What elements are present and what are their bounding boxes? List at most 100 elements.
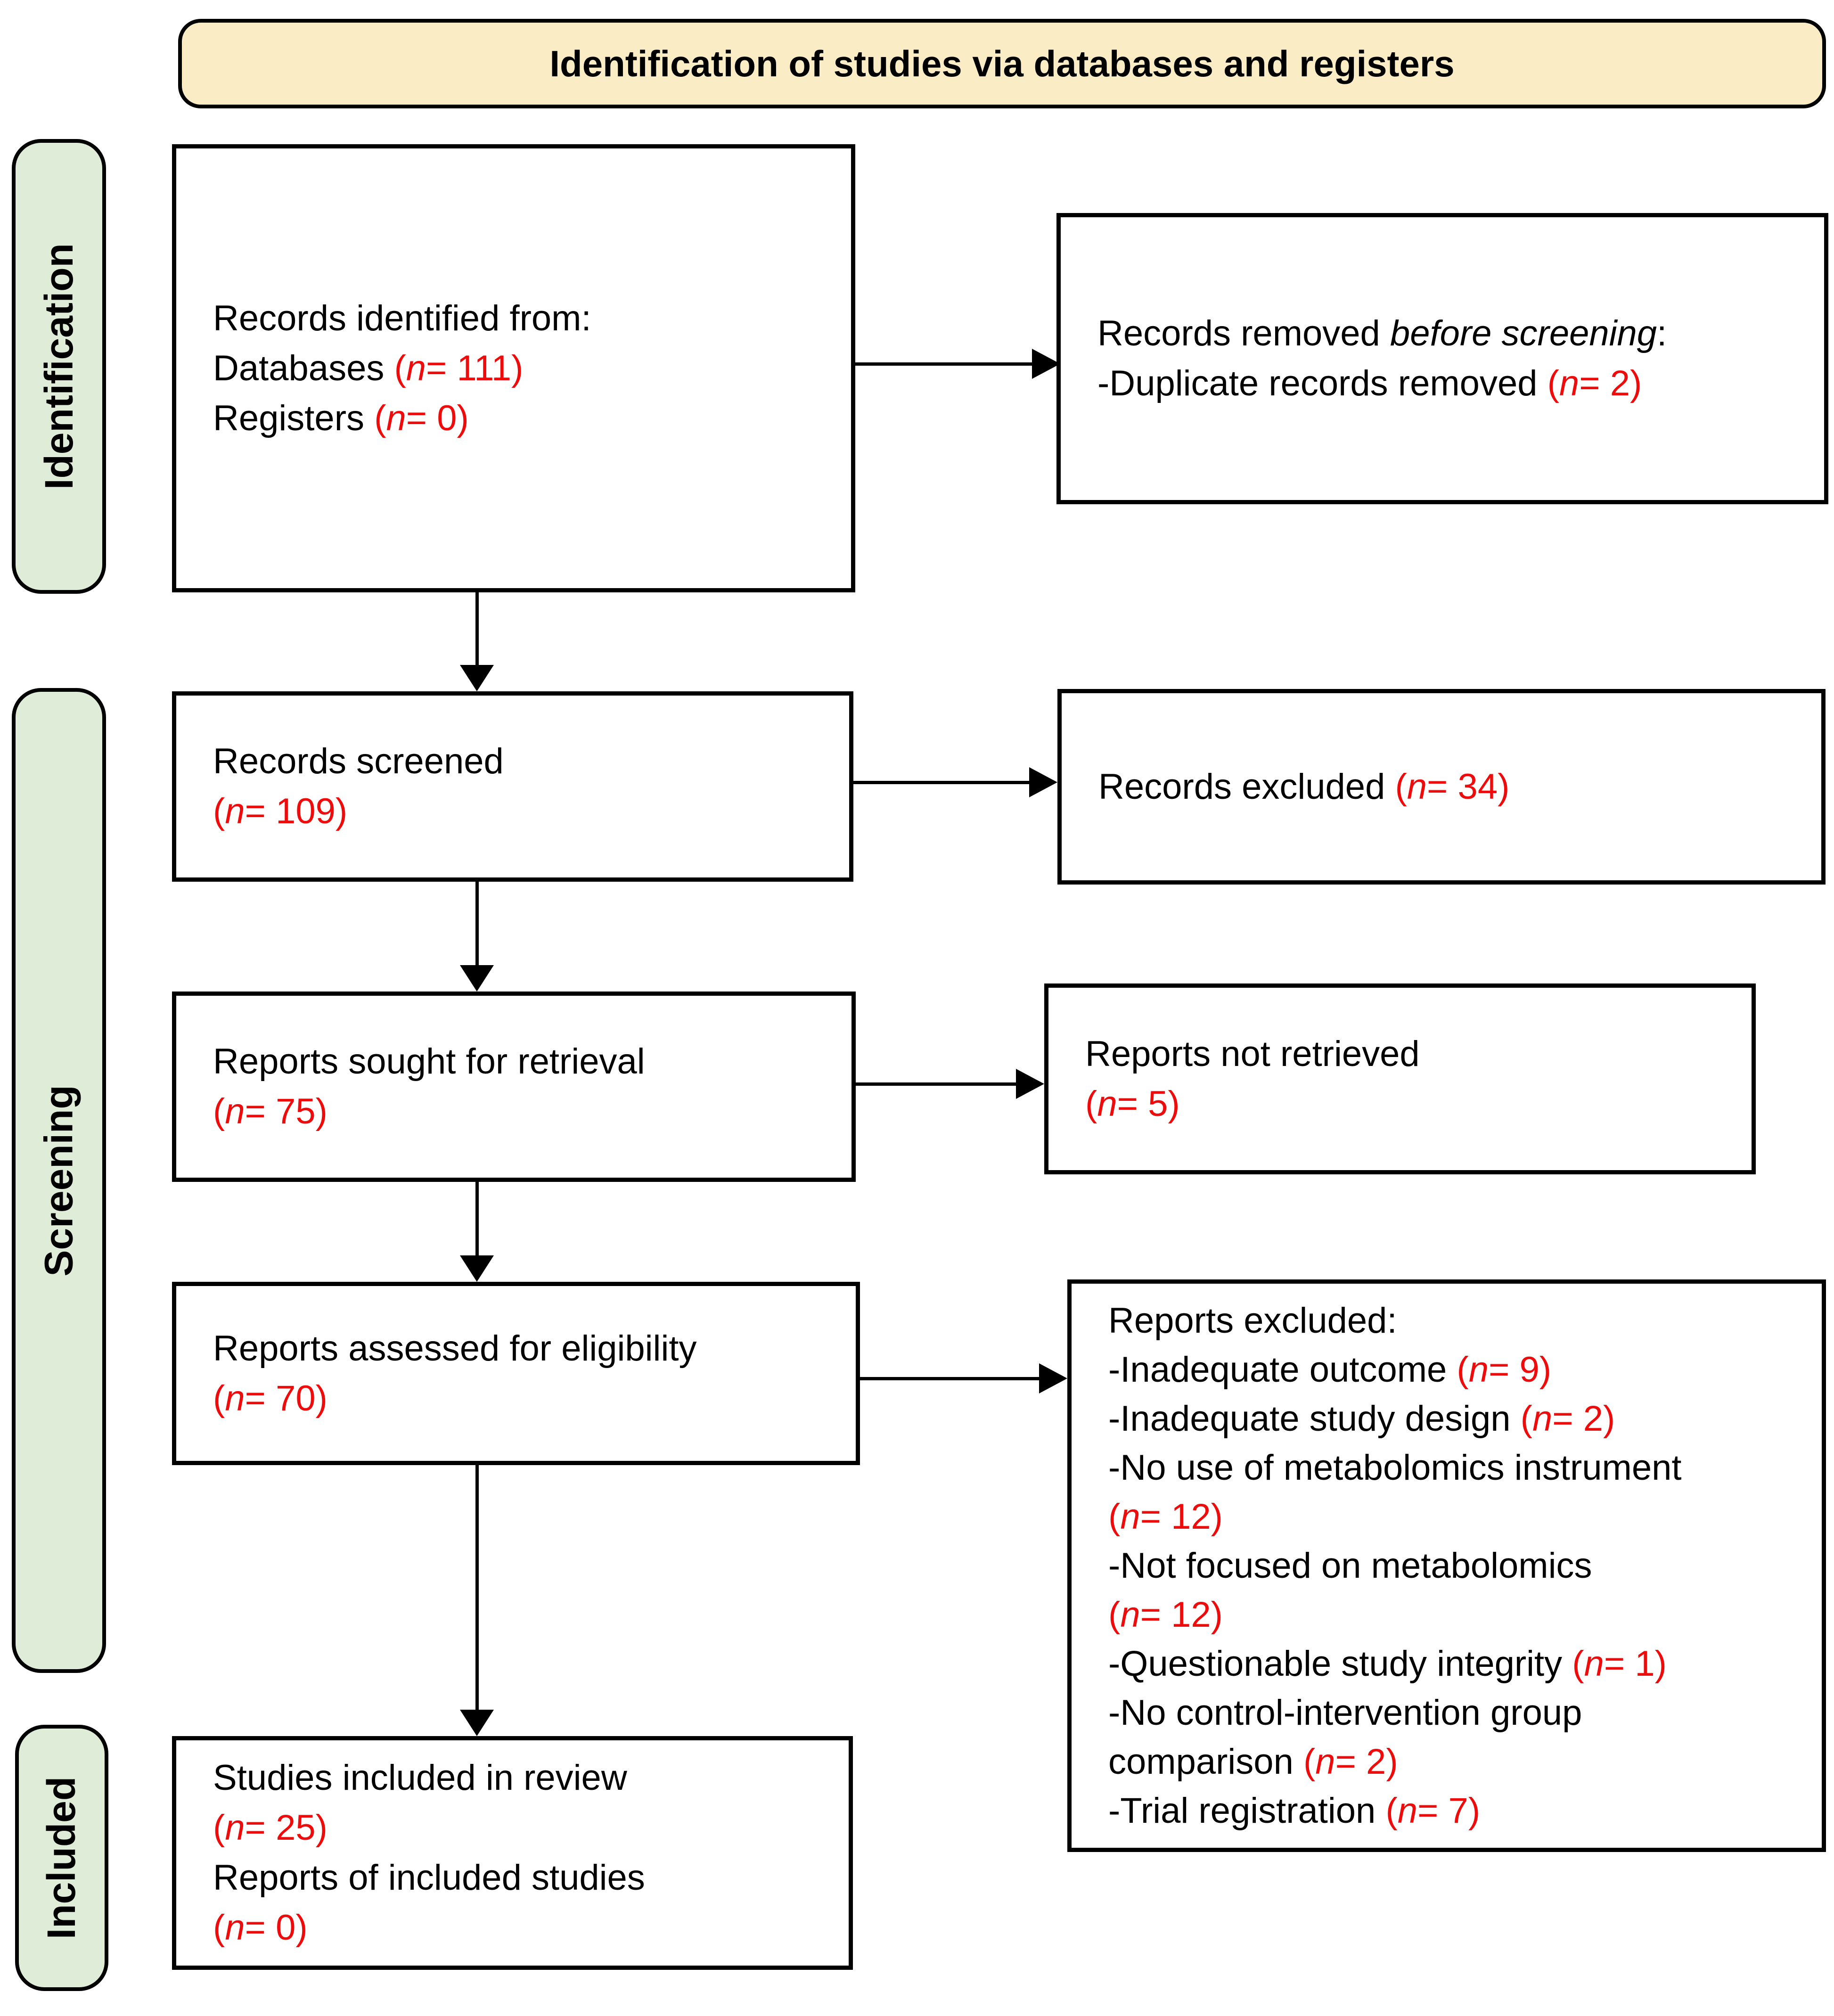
text-segment: = 2) — [1552, 1398, 1615, 1439]
text-segment: -Not focused on metabolomics — [1108, 1545, 1592, 1586]
text-segment: Records identified from: — [213, 298, 591, 338]
text-segment: -Trial registration — [1108, 1790, 1386, 1831]
text-line: -Questionable study integrity (n= 1) — [1108, 1639, 1814, 1688]
text-line: -No use of metabolomics instrument — [1108, 1443, 1814, 1492]
text-segment: Reports assessed for eligibility — [213, 1328, 697, 1369]
text-segment: = 5) — [1117, 1083, 1180, 1124]
arrow-sought-to-not-retrieved — [856, 1069, 1044, 1099]
text-segment: n — [1120, 1496, 1140, 1537]
text-segment: = 109) — [245, 791, 348, 831]
text-segment: ( — [1303, 1741, 1316, 1782]
flow-box-reports-assessed-for-eligibility: Reports assessed for eligibility (n= 70) — [172, 1282, 860, 1465]
arrow-identified-to-removed — [853, 349, 1060, 379]
flow-box-reports-excluded-reasons: Reports excluded:-Inadequate outcome (n=… — [1067, 1279, 1826, 1852]
text-line: -Inadequate outcome (n= 9) — [1108, 1345, 1814, 1394]
text-line: Registers (n= 0) — [213, 393, 843, 443]
text-segment: ( — [213, 1378, 225, 1418]
text-segment: Records screened — [213, 741, 504, 781]
arrow-screened-to-excluded — [853, 767, 1057, 797]
text-segment: n — [1468, 1349, 1489, 1390]
text-segment: -Duplicate records removed — [1097, 363, 1547, 403]
text-segment: n — [1407, 766, 1427, 807]
text-line: Studies included in review — [213, 1753, 841, 1803]
arrow-assessed-to-included — [460, 1465, 494, 1736]
text-segment: n — [1120, 1594, 1140, 1635]
flow-box-reports-not-retrieved: Reports not retrieved (n= 5) — [1044, 983, 1756, 1174]
text-line: Reports not retrieved — [1085, 1029, 1744, 1079]
text-segment: n — [386, 398, 406, 438]
text-segment: ( — [1108, 1496, 1121, 1537]
text-line: -No control-intervention group — [1108, 1688, 1814, 1737]
text-segment: ( — [213, 1908, 225, 1948]
text-segment: ( — [374, 398, 386, 438]
text-segment: -No use of metabolomics instrument — [1108, 1447, 1682, 1488]
text-segment: n — [1532, 1398, 1553, 1439]
text-segment: -No control-intervention group — [1108, 1692, 1582, 1733]
text-segment: = 9) — [1489, 1349, 1552, 1390]
text-segment: comparison — [1108, 1741, 1303, 1782]
text-line: comparison (n= 2) — [1108, 1737, 1814, 1787]
text-segment: n — [225, 1091, 245, 1131]
text-segment: n — [1584, 1643, 1604, 1684]
text-segment: Reports excluded: — [1108, 1300, 1397, 1341]
flow-box-records-identified: Records identified from:Databases (n= 11… — [172, 144, 855, 592]
text-line: -Inadequate study design (n= 2) — [1108, 1394, 1814, 1443]
text-line: -Duplicate records removed (n= 2) — [1097, 359, 1817, 409]
text-line: (n= 109) — [213, 787, 842, 836]
text-segment: n — [1559, 363, 1580, 403]
text-segment: = 0) — [406, 398, 469, 438]
text-segment: -Questionable study integrity — [1108, 1643, 1572, 1684]
text-segment: ( — [394, 348, 406, 388]
text-line: Reports sought for retrieval — [213, 1037, 844, 1087]
text-segment: Records removed — [1097, 313, 1390, 353]
text-line: (n= 0) — [213, 1903, 841, 1953]
text-segment: Reports not retrieved — [1085, 1033, 1420, 1074]
text-segment: = 2) — [1579, 363, 1642, 403]
text-line: Databases (n= 111) — [213, 344, 843, 393]
text-segment: = 7) — [1417, 1790, 1481, 1831]
text-segment: Reports sought for retrieval — [213, 1041, 645, 1082]
stage-label-identification: Identification — [12, 139, 106, 594]
arrow-identified-to-screened — [460, 592, 494, 691]
text-segment: ( — [1547, 363, 1559, 403]
text-segment: ( — [213, 1808, 225, 1848]
text-segment: = 1) — [1604, 1643, 1667, 1684]
arrow-screened-to-sought — [460, 882, 494, 992]
text-line: (n= 70) — [213, 1374, 848, 1424]
text-segment: Databases — [213, 348, 394, 388]
text-segment: ( — [213, 791, 225, 831]
arrow-assessed-to-excluded-reasons — [860, 1363, 1067, 1393]
text-segment: n — [1315, 1741, 1335, 1782]
text-segment: ( — [1085, 1083, 1097, 1124]
text-segment: = 0) — [245, 1908, 308, 1948]
text-segment: Studies included in review — [213, 1758, 627, 1798]
flow-box-records-excluded: Records excluded (n= 34) — [1057, 689, 1826, 885]
text-line: (n= 12) — [1108, 1590, 1814, 1639]
text-segment: = 12) — [1140, 1496, 1223, 1537]
text-segment: -Inadequate outcome — [1108, 1349, 1457, 1390]
text-segment: = 111) — [426, 348, 524, 388]
text-segment: Reports of included studies — [213, 1858, 645, 1898]
text-segment: = 70) — [245, 1378, 328, 1418]
text-segment: -Inadequate study design — [1108, 1398, 1521, 1439]
banner-identification-via-databases: Identification of studies via databases … — [178, 19, 1826, 108]
text-line: Records removed before screening: — [1097, 309, 1817, 359]
stage-label-identification-text: Identification — [36, 243, 81, 490]
text-line: (n= 25) — [213, 1803, 841, 1853]
text-segment: ( — [1395, 766, 1407, 807]
text-segment: n — [225, 1378, 245, 1418]
text-segment: ( — [1108, 1594, 1121, 1635]
stage-label-screening: Screening — [12, 688, 106, 1673]
text-segment: = 75) — [245, 1091, 328, 1131]
text-line: Records excluded (n= 34) — [1098, 762, 1814, 812]
text-segment: ( — [1572, 1643, 1584, 1684]
text-segment: n — [225, 1808, 245, 1848]
text-segment: ( — [1520, 1398, 1532, 1439]
text-line: (n= 5) — [1085, 1079, 1744, 1129]
text-segment: = 2) — [1335, 1741, 1398, 1782]
arrow-sought-to-assessed — [460, 1182, 494, 1282]
text-segment: n — [225, 791, 245, 831]
text-segment: n — [225, 1908, 245, 1948]
text-line: (n= 75) — [213, 1087, 844, 1137]
